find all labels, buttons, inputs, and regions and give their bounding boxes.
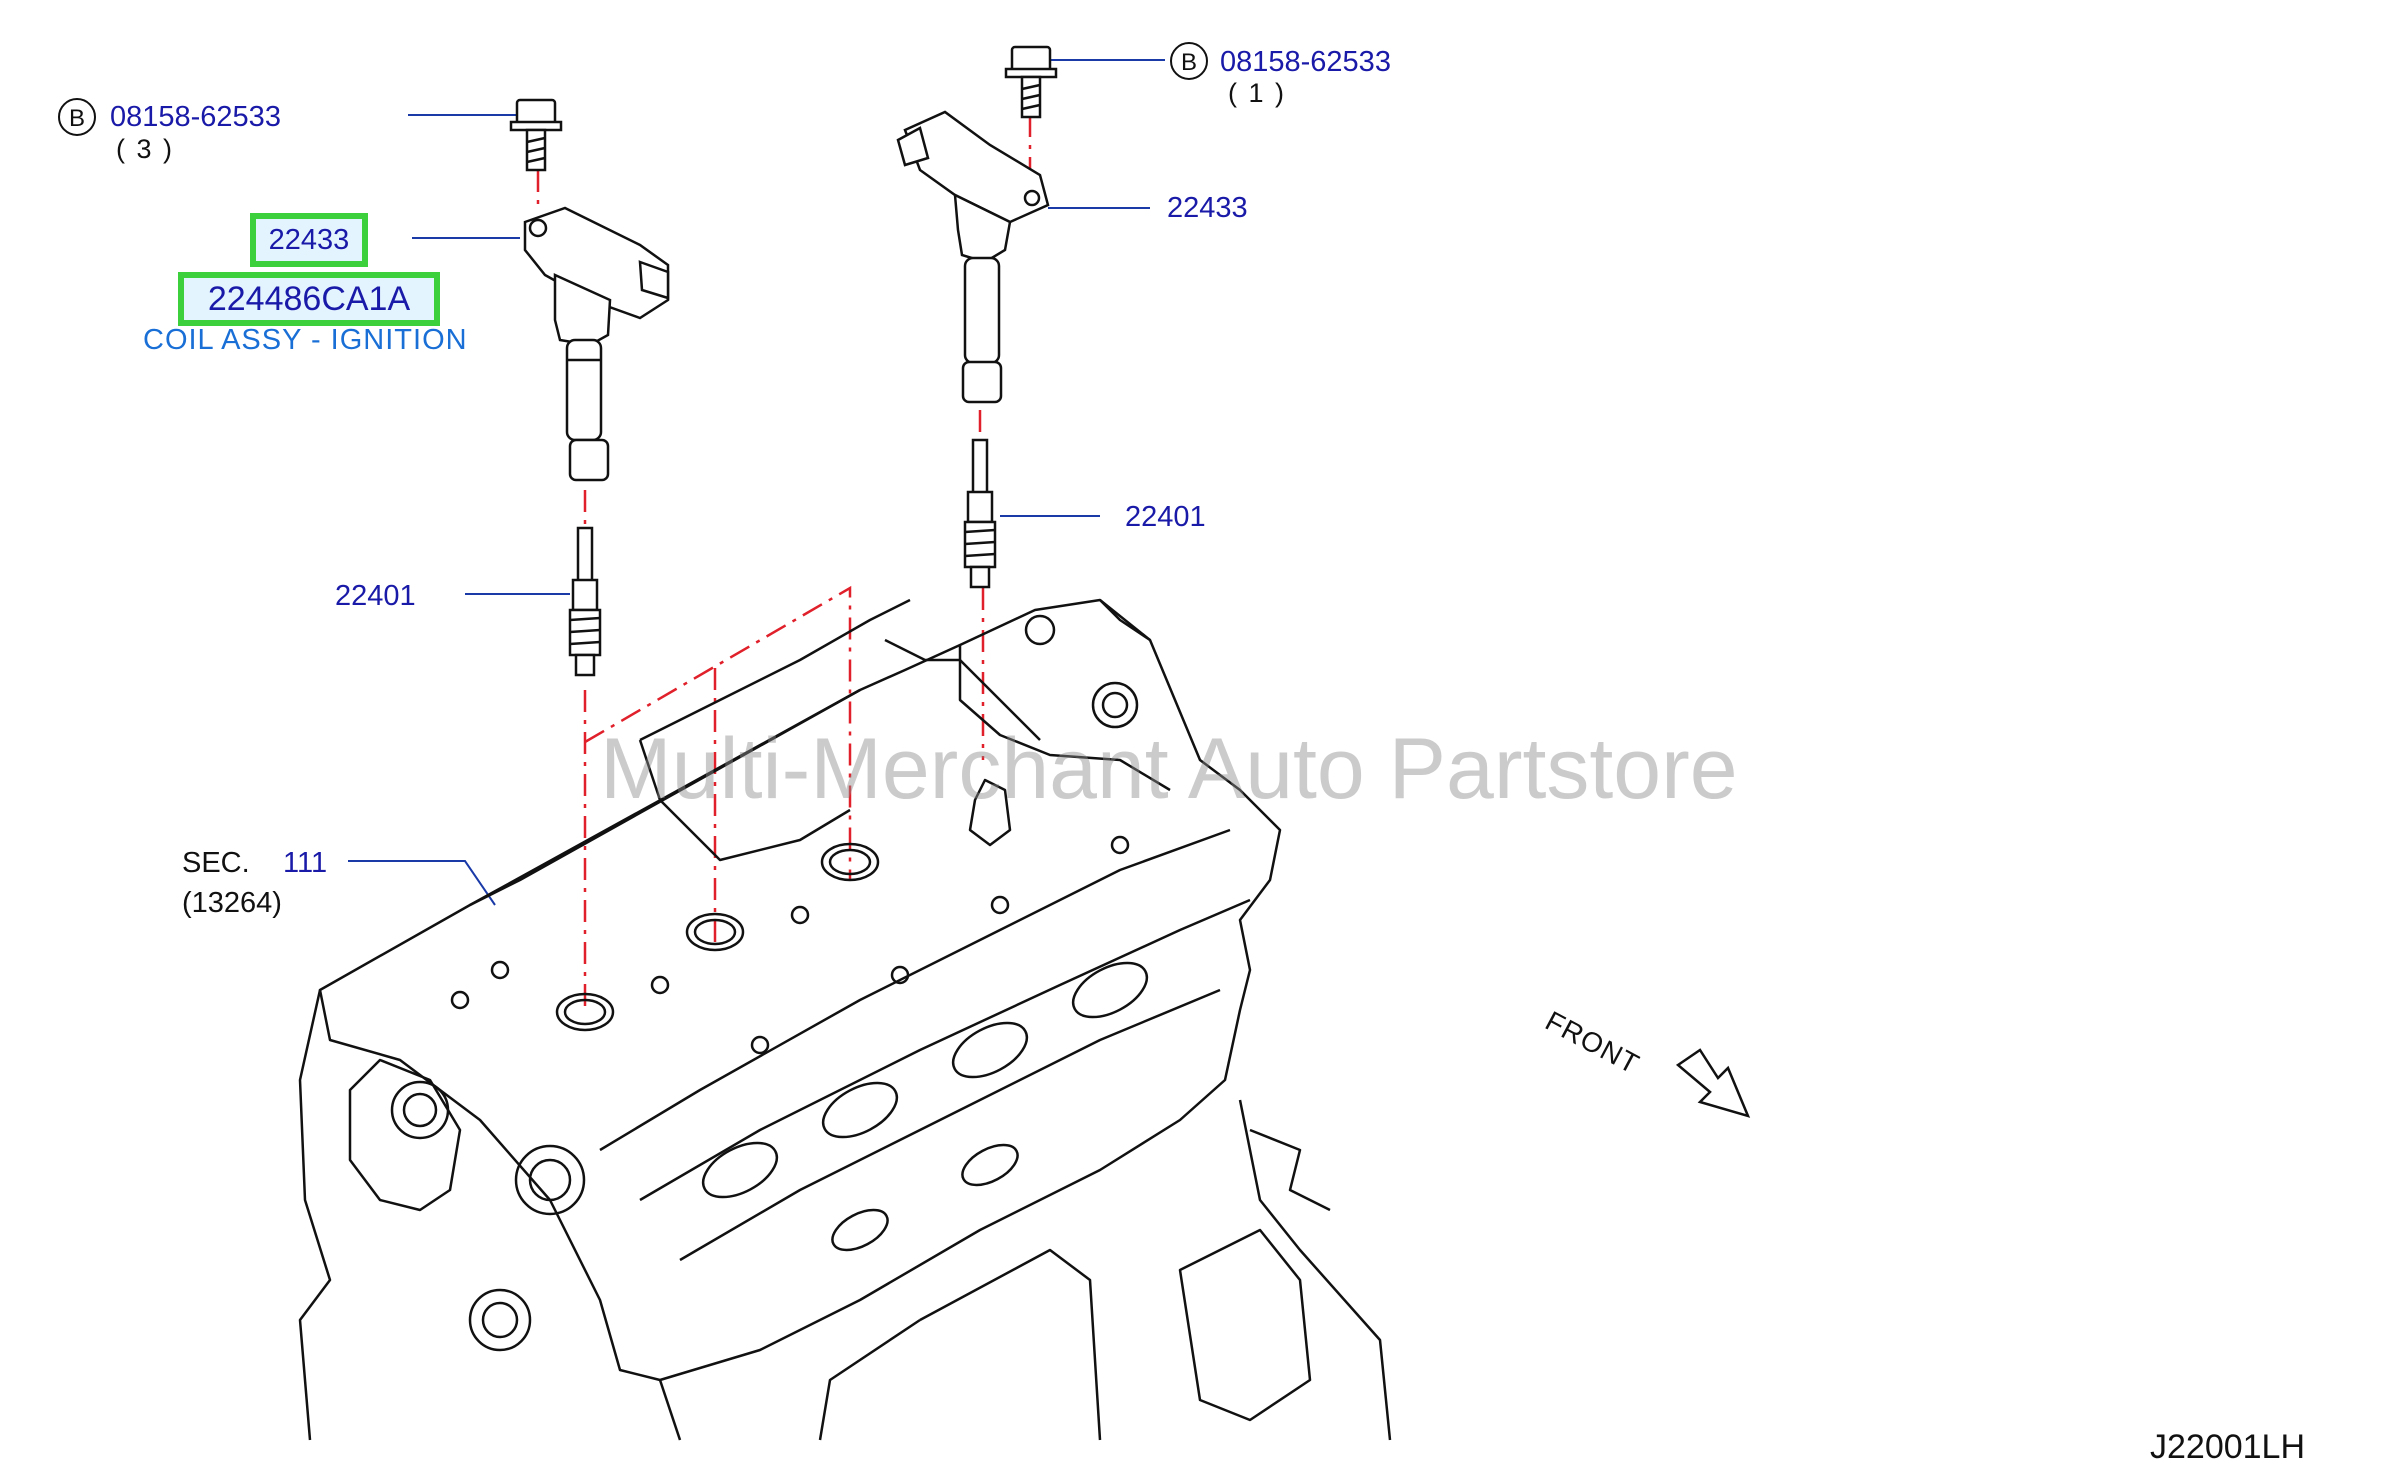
bolt-right-part-number[interactable]: 08158-62533 — [1220, 46, 1391, 78]
coil-left-part-number: 22433 — [268, 224, 350, 256]
section-reference: (13264) — [182, 887, 282, 919]
bolt-right-drawing — [1004, 45, 1058, 119]
section-number[interactable]: 111 — [283, 847, 328, 879]
spark-plug-left-drawing — [568, 526, 602, 677]
coil-left-catalog-number-highlight[interactable]: 224486CA1A — [178, 272, 440, 326]
ignition-coil-right-drawing — [896, 110, 1050, 404]
bolt-left-quantity: ( 3 ) — [116, 134, 175, 164]
coil-right-part-number[interactable]: 22433 — [1167, 192, 1248, 224]
bolt-right-quantity: ( 1 ) — [1228, 78, 1287, 108]
coil-left-description: COIL ASSY - IGNITION — [143, 324, 468, 356]
ignition-coil-left-drawing — [523, 206, 670, 482]
plug-left-part-number[interactable]: 22401 — [335, 580, 416, 612]
diagram-code: J22001LH — [2150, 1428, 2306, 1466]
spark-plug-right-drawing — [963, 438, 997, 589]
plug-right-part-number[interactable]: 22401 — [1125, 501, 1206, 533]
coil-left-part-number-highlight[interactable]: 22433 — [250, 213, 368, 267]
section-prefix: SEC. — [182, 847, 250, 879]
watermark: Multi-Merchant Auto Partstore — [600, 721, 1738, 817]
cylinder-head-drawing — [298, 598, 1392, 1441]
front-arrow-icon — [1675, 1048, 1751, 1118]
bolt-left-part-number[interactable]: 08158-62533 — [110, 101, 281, 133]
bolt-left-drawing — [509, 98, 563, 172]
bolt-right-marker: B — [1170, 42, 1208, 80]
coil-left-catalog-number: 224486CA1A — [207, 280, 411, 318]
bolt-left-marker: B — [58, 98, 96, 136]
centerlines — [536, 115, 1032, 1010]
leader-lines — [348, 59, 1165, 906]
